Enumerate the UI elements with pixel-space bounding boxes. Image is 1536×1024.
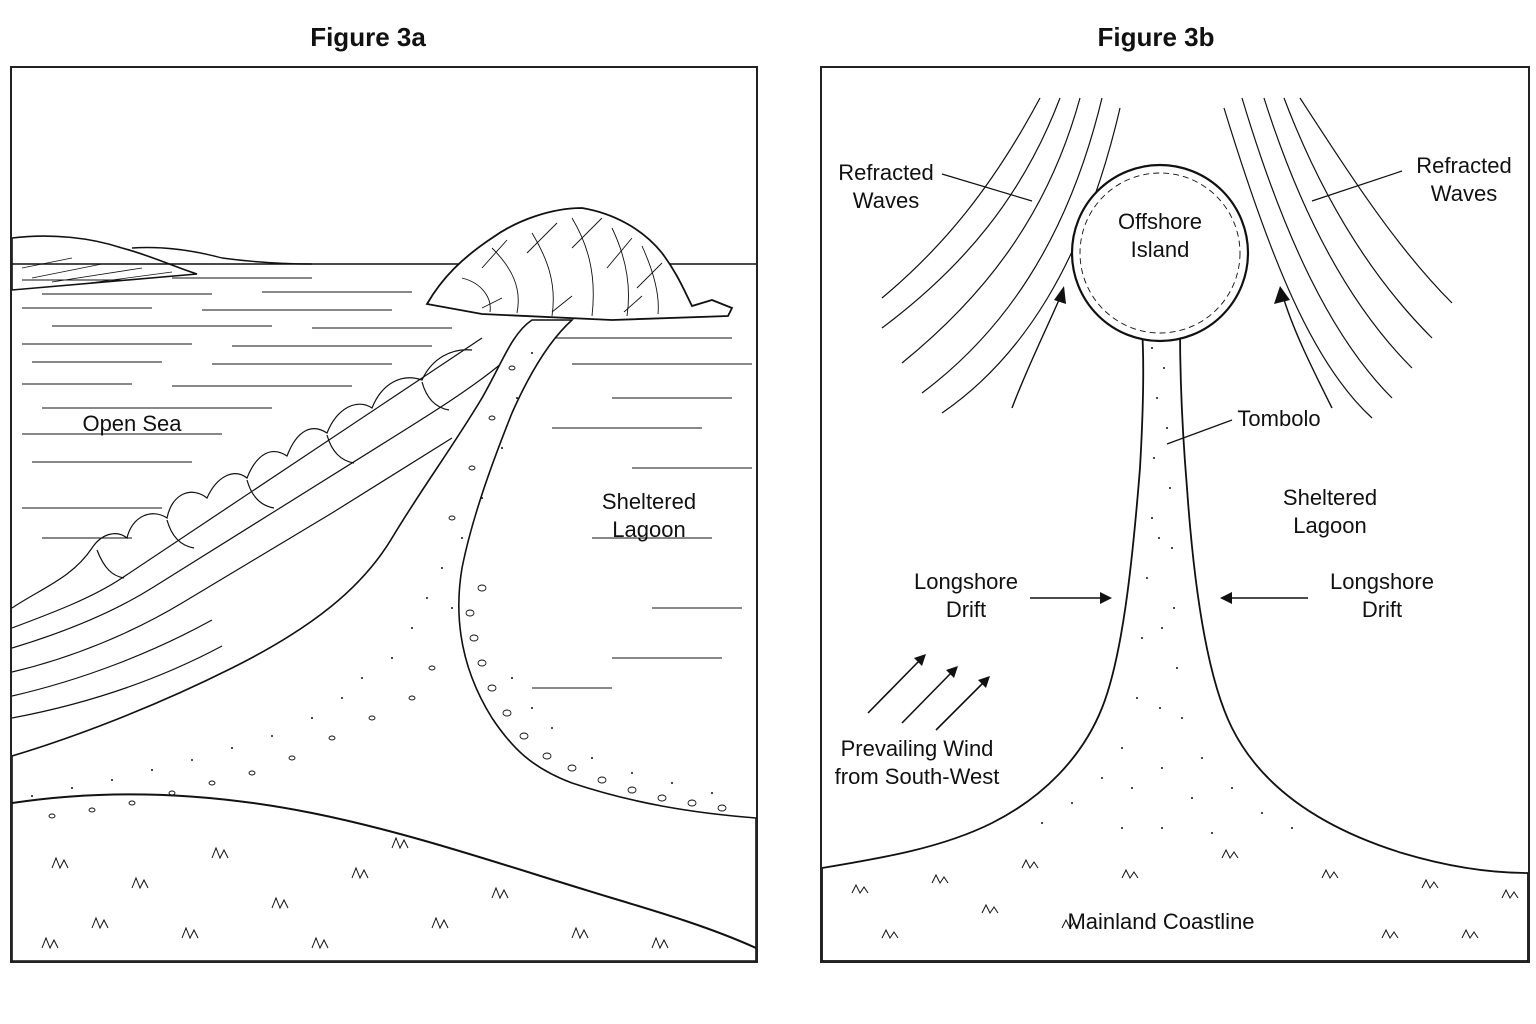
- tombolo-label: Tombolo: [1237, 406, 1321, 431]
- prevailing-wind-arrows: [867, 659, 985, 731]
- prevailing-wind-arrow-heads: [914, 654, 990, 688]
- offshore-island-texture: [1079, 172, 1241, 334]
- figure-3b-title: Figure 3b: [1097, 22, 1215, 52]
- figure-3b-panel: Refracted Waves Refracted Waves Offshore…: [820, 66, 1530, 963]
- longshore-drift-arrow-right-head: [1220, 592, 1232, 604]
- figure-3a-panel: Open Sea Sheltered Lagoon: [10, 66, 758, 963]
- prevailing-wind-label: Prevailing Wind from South-West: [834, 736, 1000, 789]
- tombolo-leader: [1166, 419, 1233, 445]
- wave-arrow-head-left: [1054, 286, 1066, 304]
- rocky-island: [425, 207, 734, 321]
- tombolo-sand-bar: [12, 319, 756, 961]
- tombolo-perspective-illustration: [12, 207, 756, 961]
- distant-hill: [12, 235, 198, 291]
- refracted-wave-lines-right: [1223, 97, 1453, 419]
- refracted-waves-leader-right: [1311, 170, 1403, 202]
- wave-arrows: [1011, 292, 1333, 409]
- longshore-drift-label-right: Longshore Drift: [1330, 569, 1434, 622]
- mainland-grass-tufts: [851, 848, 1519, 939]
- tombolo-stipple: [1041, 347, 1293, 834]
- tombolo-and-mainland: [822, 327, 1528, 961]
- offshore-island-label: Offshore Island: [1118, 209, 1202, 262]
- breaking-waves: [12, 337, 503, 719]
- sheltered-lagoon-label-a: Sheltered Lagoon: [601, 489, 697, 542]
- refracted-waves-label-right: Refracted Waves: [1416, 153, 1512, 206]
- longshore-drift-label-left: Longshore Drift: [914, 569, 1018, 622]
- wave-arrow-head-right: [1274, 286, 1290, 304]
- sand-dots: [31, 352, 713, 797]
- open-sea-label: Open Sea: [82, 411, 182, 436]
- grass-tufts: [41, 836, 669, 950]
- longshore-drift-arrow-left-head: [1100, 592, 1112, 604]
- figure-3a-title: Figure 3a: [310, 22, 426, 52]
- sheltered-lagoon-label-b: Sheltered Lagoon: [1282, 485, 1378, 538]
- tombolo-plan-diagram: [822, 97, 1528, 961]
- refracted-waves-leader-left: [941, 173, 1033, 202]
- water-lines: [22, 277, 752, 689]
- refracted-waves-label-left: Refracted Waves: [838, 160, 934, 213]
- offshore-island-shape: [1070, 163, 1250, 343]
- grassland-edge: [12, 793, 756, 949]
- mainland-coastline-label: Mainland Coastline: [1067, 909, 1255, 934]
- refracted-wave-lines-left: [881, 97, 1121, 414]
